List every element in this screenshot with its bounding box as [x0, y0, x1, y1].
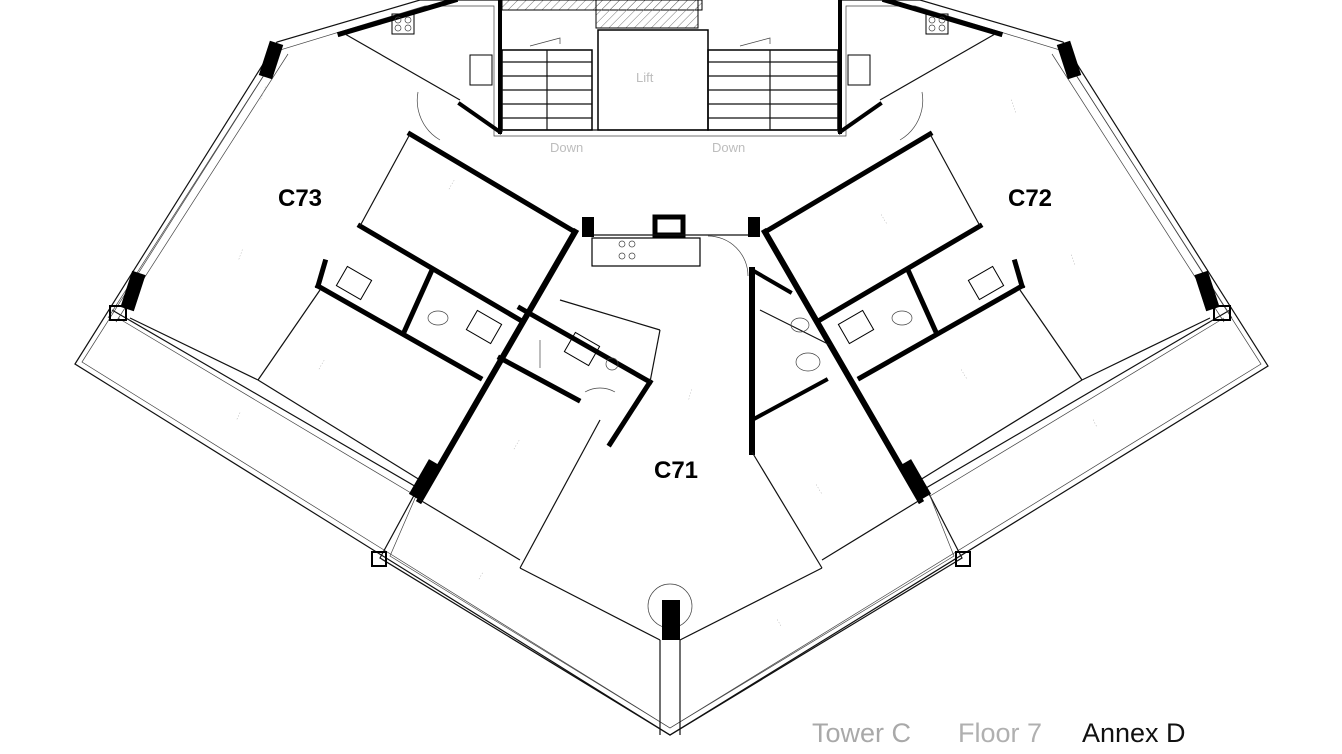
svg-text:- - - -: - - - - [236, 248, 245, 261]
central-core [416, 0, 924, 141]
svg-text:- - -: - - - [477, 571, 486, 581]
unit-c73-walls [107, 40, 580, 567]
svg-text:- - - -: - - - - [1068, 254, 1077, 267]
svg-text:- - -: - - - [1090, 418, 1099, 428]
svg-text:- - - -: - - - - [958, 368, 969, 381]
floor-label: Floor 7 [958, 718, 1043, 748]
unit-label-c72: C72 [1008, 185, 1052, 212]
lift-label: Lift [636, 70, 654, 85]
svg-text:- - - -: - - - - [512, 438, 523, 451]
svg-text:- - -: - - - [234, 411, 243, 421]
svg-text:- - -: - - - [774, 618, 783, 628]
unit-c72-walls [760, 40, 1233, 567]
unit-c71-walls [419, 214, 921, 641]
room-annotations: - - - - - - - - - - - - - - - - - - - - … [234, 85, 1099, 628]
svg-text:- - - -: - - - - [317, 358, 328, 371]
stair-down-label-left: Down [550, 140, 583, 155]
svg-text:- - - - -: - - - - - [1008, 99, 1019, 114]
tower-label: Tower C [812, 718, 912, 748]
stair-down-label-right: Down [712, 140, 745, 155]
svg-text:- - - -: - - - - [813, 483, 824, 496]
unit-label-c73: C73 [278, 185, 322, 212]
svg-text:- - - - -: - - - - - [258, 85, 269, 100]
svg-text:- - - -: - - - - [447, 178, 458, 191]
annex-label: Annex D [1082, 718, 1186, 748]
svg-text:- - - -: - - - - [686, 388, 695, 400]
upper-kitchens [336, 0, 1004, 101]
unit-label-c71: C71 [654, 457, 698, 484]
svg-text:- - - -: - - - - [878, 213, 889, 226]
